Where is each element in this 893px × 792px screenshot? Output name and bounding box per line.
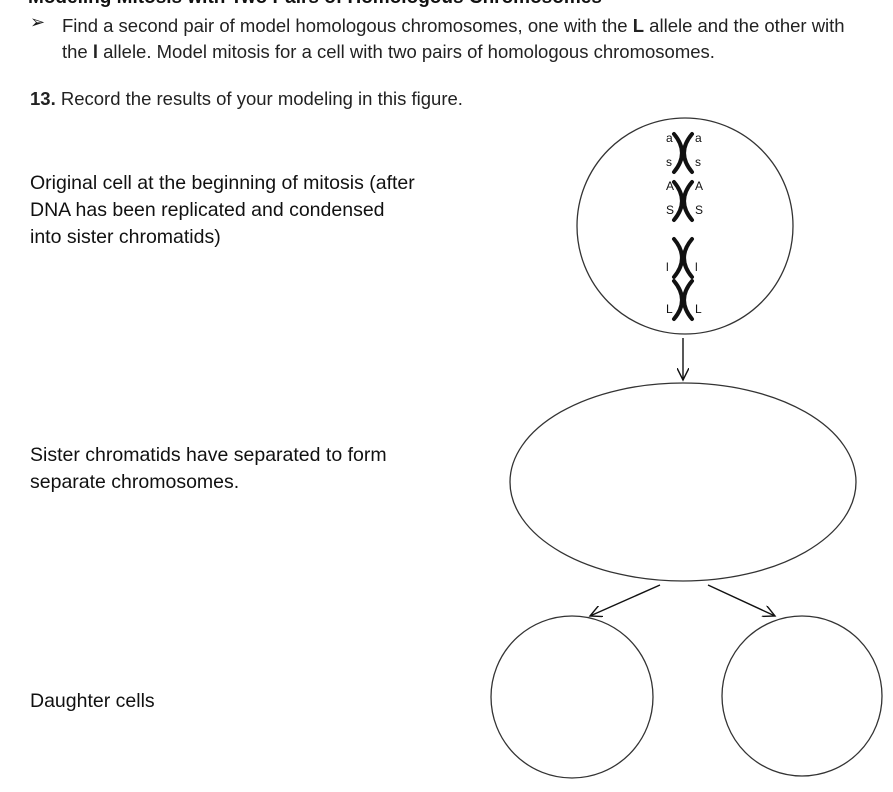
allele-label: S <box>695 203 703 217</box>
allele-label: l <box>695 260 698 274</box>
arrow-left-daughter-icon <box>590 584 661 616</box>
allele-label: l <box>666 260 669 274</box>
instruction-text: Find a second pair of model homologous c… <box>62 15 845 62</box>
label-separated-chromosomes: Sister chromatids have separated to form… <box>30 444 387 493</box>
right-chromatid <box>682 180 694 222</box>
allele-label: S <box>666 203 674 217</box>
allele-label: A <box>695 179 703 193</box>
daughter-cell-left <box>490 615 654 779</box>
right-chromatid <box>682 237 694 279</box>
question-13: 13. Record the results of your modeling … <box>30 88 463 109</box>
right-chromatid <box>682 279 694 321</box>
original-cell-circle <box>576 117 794 335</box>
allele-label: a <box>666 131 673 145</box>
allele-label: s <box>666 155 672 169</box>
section-heading: Modeling Mitosis with Two Pairs of Homol… <box>28 0 602 9</box>
allele-label: A <box>666 179 674 193</box>
label-daughter-cells: Daughter cells <box>30 690 155 712</box>
allele-label: a <box>695 131 702 145</box>
arrow-right-daughter-icon <box>707 584 775 616</box>
separated-cell-ellipse <box>509 382 857 582</box>
allele-label: L <box>695 302 702 316</box>
label-original-cell: Original cell at the beginning of mitosi… <box>30 172 415 248</box>
allele-label: s <box>695 155 701 169</box>
daughter-cell-right <box>721 615 883 777</box>
allele-label: L <box>666 302 673 316</box>
bullet-arrow-icon: ➢ <box>30 12 46 32</box>
right-chromatid <box>682 132 694 174</box>
